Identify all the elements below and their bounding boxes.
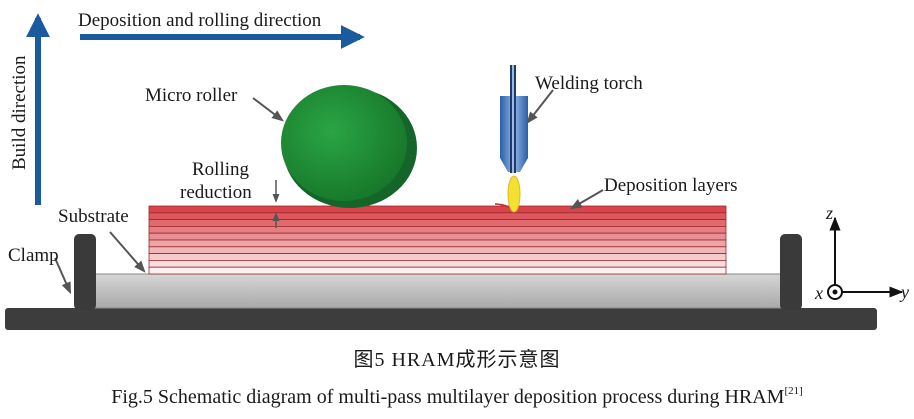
torch-leader <box>526 89 554 124</box>
build-direction-label: Build direction <box>9 55 30 170</box>
deposition-layer <box>148 239 727 248</box>
clamp-left <box>74 234 96 310</box>
roller-leader <box>252 97 284 122</box>
deposition-layer <box>148 266 727 275</box>
torch-wire-highlight <box>512 65 514 173</box>
caption-chinese: 图5 HRAM成形示意图 <box>353 349 561 371</box>
x-axis-label: x <box>814 283 823 303</box>
deposition-direction-label: Deposition and rolling direction <box>78 10 322 31</box>
caption-reference: [21] <box>784 385 803 397</box>
welding-torch-label: Welding torch <box>535 73 643 94</box>
micro-roller-label: Micro roller <box>145 85 238 106</box>
rolling-label: Rolling <box>192 159 250 180</box>
deposition-layers <box>148 205 727 275</box>
layers-leader <box>569 189 604 210</box>
deposition-layer <box>148 253 727 261</box>
deposition-layers-label: Deposition layers <box>604 175 738 196</box>
arc-flame <box>507 175 521 213</box>
deposition-layer <box>148 205 727 214</box>
x-axis-dot <box>832 289 838 295</box>
deposition-layer <box>148 232 727 241</box>
substrate-leader <box>109 231 146 273</box>
reduction-label: reduction <box>180 182 252 203</box>
micro-roller <box>281 85 407 201</box>
base-plate <box>5 308 877 330</box>
caption-english: Fig.5 Schematic diagram of multi-pass mu… <box>0 385 914 409</box>
deposition-layer <box>148 212 727 221</box>
clamp-label: Clamp <box>8 245 59 266</box>
deposition-layer <box>148 225 727 234</box>
substrate <box>94 273 786 309</box>
clamp-leader <box>54 257 71 295</box>
y-axis-label: y <box>899 282 909 302</box>
deposition-layer <box>148 219 727 227</box>
substrate-label: Substrate <box>58 206 129 227</box>
hram-schematic: Deposition and rolling direction Build d… <box>5 10 909 330</box>
caption-english-text: Fig.5 Schematic diagram of multi-pass mu… <box>111 386 785 408</box>
z-axis-label: z <box>825 203 833 223</box>
deposition-layer <box>148 259 727 268</box>
clamp-right <box>780 234 802 310</box>
deposition-layer <box>148 246 727 255</box>
